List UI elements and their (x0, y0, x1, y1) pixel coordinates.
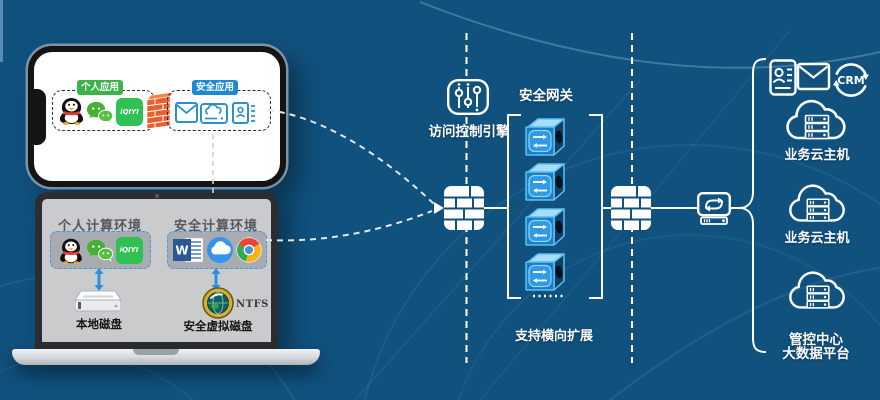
secure-apps-box: W (167, 231, 267, 269)
word-letter: W (175, 244, 188, 258)
secure-virtual-disk-icon (202, 287, 234, 319)
gateway-node-icon (525, 163, 565, 201)
control-center-label-line1: 管控中心 (789, 332, 843, 348)
fanout-brace (740, 58, 767, 353)
stack-bracket-left (507, 114, 521, 299)
qq-icon (59, 238, 82, 264)
cloud-platform-icon (789, 271, 845, 310)
secure-apps-badge: 安全应用 (192, 80, 238, 95)
laptop-device: 个人计算环境 安全计算环境 iQIYI (35, 192, 278, 349)
gateway-node-icon (525, 118, 565, 156)
gateway-title: 安全网关 (519, 88, 573, 104)
gateway-node-icon (525, 208, 565, 246)
cloud-host-label: 业务云主机 (784, 148, 850, 163)
firewall-icon (610, 185, 652, 231)
laptop-base (12, 349, 320, 365)
wechat-icon (87, 101, 113, 124)
personal-apps-badge: 个人应用 (77, 80, 123, 95)
crm-label: CRM (837, 74, 865, 87)
control-center-label-line2: 大数据平台 (782, 346, 850, 362)
contact-book-icon (769, 59, 797, 96)
webcam-dot (154, 194, 159, 198)
ntfs-label: NTFS (236, 299, 269, 310)
dashed-guide-lines (465, 33, 633, 363)
gateway-node-icon (525, 253, 565, 291)
word-icon: W (172, 237, 203, 263)
mail-icon (175, 102, 198, 123)
mail-icon (796, 62, 831, 91)
phone-device: 个人应用 iQIYI (28, 46, 286, 187)
gateway-node-stack (525, 118, 565, 291)
iqiyi-icon: iQIYI (115, 236, 143, 264)
secure-drive-icon (200, 103, 228, 124)
cloud-host-icon (789, 184, 845, 223)
laptop-to-firewall-link (265, 210, 433, 242)
switch-icon (697, 192, 732, 225)
arrowhead (434, 202, 444, 214)
iqiyi-icon: iQIYI (116, 98, 143, 126)
qq-icon (59, 98, 84, 125)
phone-notch (33, 88, 46, 145)
local-disk-label: 本地磁盘 (76, 317, 122, 331)
laptop-hinge (133, 349, 179, 355)
secure-virtual-disk-label: 安全虚拟磁盘 (183, 319, 253, 333)
access-engine-label: 访问控制引擎 (428, 124, 510, 140)
firewall-icon (443, 185, 485, 231)
double-arrow-icon (94, 268, 104, 291)
crm-icon: CRM (833, 63, 869, 97)
firewall-brick-icon (146, 92, 172, 130)
local-disk-icon (75, 290, 121, 312)
cloud-host-label: 业务云主机 (784, 231, 850, 246)
cloud-drive-icon (206, 237, 233, 263)
wechat-icon (86, 239, 113, 262)
access-control-engine-icon (447, 79, 489, 115)
secure-env-title: 安全计算环境 (174, 219, 259, 234)
personal-apps-box: iQIYI (50, 231, 151, 269)
chrome-icon (235, 237, 262, 263)
personal-env-title: 个人计算环境 (58, 219, 143, 234)
cloud-host-icon (786, 99, 846, 140)
stack-bracket-right (589, 114, 603, 299)
scale-label: 支持横向扩展 (514, 329, 593, 344)
contact-card-icon (232, 102, 255, 124)
